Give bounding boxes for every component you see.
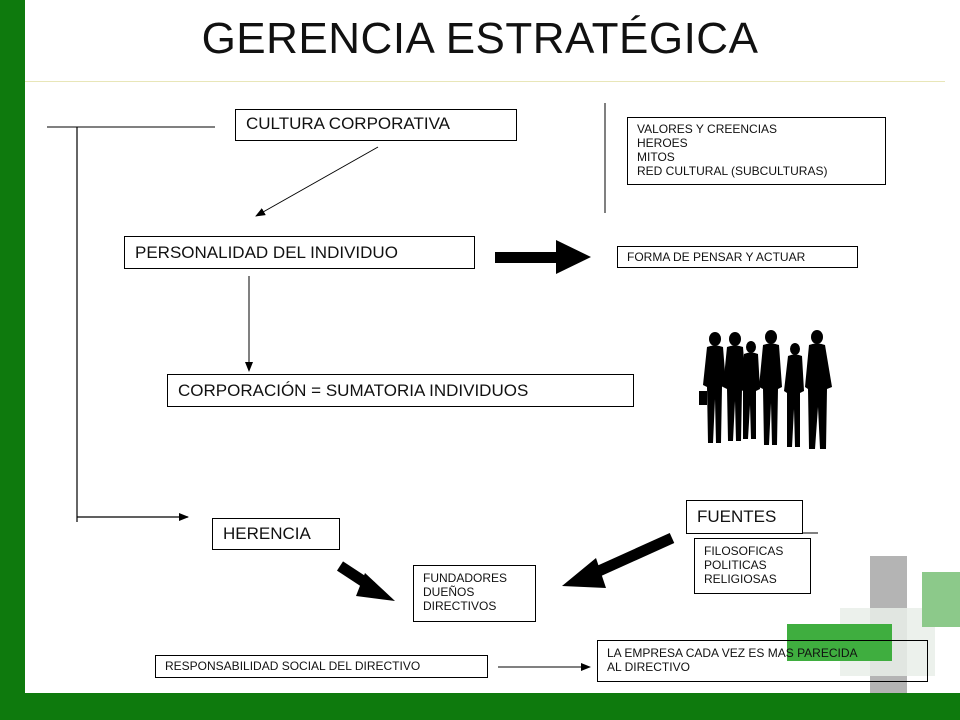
valores-box: VALORES Y CREENCIAS HEROES MITOS RED CUL…	[627, 117, 886, 185]
fuentes-item: POLITICAS	[704, 558, 767, 572]
fundadores-item: DUEÑOS	[423, 585, 475, 599]
fuentes-label: FUENTES	[697, 507, 777, 526]
thick-arrow-to-forma	[495, 240, 591, 274]
forma-label: FORMA DE PENSAR Y ACTUAR	[627, 250, 806, 264]
personalidad-box: PERSONALIDAD DEL INDIVIDUO	[124, 236, 475, 269]
fuentes-item: FILOSOFICAS	[704, 544, 784, 558]
thick-arrow-herencia-to-fundadores	[336, 561, 395, 601]
deco-square-light-green	[922, 572, 960, 627]
cultura-corporativa-box: CULTURA CORPORATIVA	[235, 109, 517, 141]
arrow-cultura-to-personalidad	[255, 146, 379, 217]
slide-frame-left	[0, 0, 25, 720]
fundadores-item: FUNDADORES	[423, 571, 508, 585]
fuentes-box: FUENTES	[686, 500, 803, 534]
corporacion-label: CORPORACIÓN = SUMATORIA INDIVIDUOS	[178, 381, 529, 400]
valores-item: VALORES Y CREENCIAS	[637, 122, 778, 136]
fuentes-item: RELIGIOSAS	[704, 572, 777, 586]
valores-item: RED CULTURAL (SUBCULTURAS)	[637, 164, 828, 178]
personalidad-label: PERSONALIDAD DEL INDIVIDUO	[135, 243, 398, 262]
empresa-line: AL DIRECTIVO	[607, 660, 690, 674]
fundadores-box: FUNDADORES DUEÑOS DIRECTIVOS	[413, 565, 536, 622]
herencia-box: HERENCIA	[212, 518, 340, 550]
slide-frame-bottom	[0, 693, 960, 720]
cultura-corporativa-label: CULTURA CORPORATIVA	[246, 114, 451, 133]
herencia-label: HERENCIA	[223, 524, 311, 543]
valores-item: HEROES	[637, 136, 688, 150]
forma-box: FORMA DE PENSAR Y ACTUAR	[617, 246, 858, 268]
empresa-box: LA EMPRESA CADA VEZ ES MAS PARECIDA AL D…	[597, 640, 928, 682]
group-of-people-silhouette-icon	[699, 330, 832, 449]
responsabilidad-box: RESPONSABILIDAD SOCIAL DEL DIRECTIVO	[155, 655, 488, 678]
corporacion-box: CORPORACIÓN = SUMATORIA INDIVIDUOS	[167, 374, 634, 407]
thick-arrow-fuentes-to-fundadores	[562, 532, 675, 588]
title-rule	[25, 81, 945, 82]
fundadores-item: DIRECTIVOS	[423, 599, 497, 613]
responsabilidad-label: RESPONSABILIDAD SOCIAL DEL DIRECTIVO	[165, 659, 421, 673]
slide-title: GERENCIA ESTRATÉGICA	[201, 14, 759, 63]
fuentes-items-box: FILOSOFICAS POLITICAS RELIGIOSAS	[694, 538, 811, 594]
empresa-line: LA EMPRESA CADA VEZ ES MAS PARECIDA	[607, 646, 858, 660]
valores-item: MITOS	[637, 150, 675, 164]
deco-square-green	[787, 624, 892, 661]
